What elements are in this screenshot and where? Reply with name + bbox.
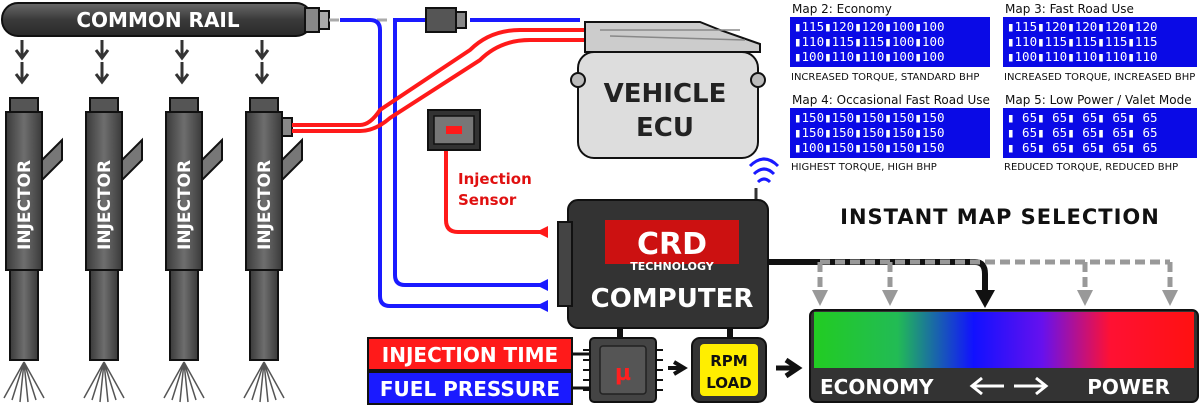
- injector-1: INJECTOR: [3, 40, 63, 403]
- rpm-label: RPM: [710, 352, 747, 370]
- map-panel-2: Map 2: Economy ▮115▮120▮120▮100▮100 ▮110…: [790, 2, 990, 83]
- injector-label: INJECTOR: [15, 160, 35, 250]
- injector-2: INJECTOR: [83, 40, 143, 403]
- down-arrow-icon: [174, 40, 190, 85]
- down-arrow-icon: [812, 290, 828, 306]
- crd-logo-sub: TECHNOLOGY: [630, 260, 715, 273]
- down-arrow-icon: [14, 40, 30, 85]
- injection-time-label: INJECTION TIME: [382, 343, 558, 367]
- map-row: ▮ 65▮ 65▮ 65▮ 65▮ 65: [1007, 140, 1158, 155]
- map-caption: HIGHEST TORQUE, HIGH BHP: [791, 162, 937, 173]
- map-row: ▮ 65▮ 65▮ 65▮ 65▮ 65: [1007, 125, 1158, 140]
- map-row: ▮110▮115▮115▮100▮100: [794, 34, 945, 49]
- common-rail: COMMON RAIL: [1, 2, 330, 37]
- common-rail-label: COMMON RAIL: [76, 8, 240, 32]
- down-arrow-icon: [1077, 290, 1093, 306]
- map-row: ▮100▮150▮150▮150▮150: [794, 140, 945, 155]
- rail-connector: [425, 7, 467, 33]
- map-row: ▮115▮120▮120▮120▮120: [1007, 19, 1158, 34]
- map-caption: REDUCED TORQUE, REDUCED BHP: [1004, 162, 1178, 173]
- fuel-spray-icon: [163, 361, 205, 403]
- map-title: Map 5: Low Power / Valet Mode: [1005, 93, 1192, 107]
- map-caption: INCREASED TORQUE, STANDARD BHP: [791, 72, 979, 83]
- injector-label: INJECTOR: [255, 160, 275, 250]
- map-panel-4: Map 4: Occasional Fast Road Use ▮150▮150…: [790, 93, 990, 173]
- map-panel-3: Map 3: Fast Road Use ▮115▮120▮120▮120▮12…: [1003, 2, 1197, 83]
- fuel-spray-icon: [243, 361, 285, 403]
- down-arrow-icon: [882, 290, 898, 306]
- arrow-right-icon: [668, 360, 688, 376]
- wifi-icon: [748, 157, 780, 204]
- map-row: ▮150▮150▮150▮150▮150: [794, 125, 945, 140]
- blue-wires: [340, 18, 580, 312]
- load-label: LOAD: [706, 374, 751, 392]
- down-arrow-icon: [254, 40, 270, 85]
- rpm-load-box: RPM LOAD: [691, 328, 767, 403]
- alternate-map-arrows: [817, 259, 1173, 296]
- fuel-pressure-input: FUEL PRESSURE: [367, 371, 590, 405]
- arrow-right-icon: [776, 357, 803, 379]
- down-arrow-icon: [975, 290, 995, 308]
- ecu-label-1: VEHICLE: [604, 79, 727, 109]
- micro-symbol: µ: [615, 361, 631, 386]
- map-row: ▮115▮120▮120▮100▮100: [794, 19, 945, 34]
- fuel-spray-icon: [3, 361, 45, 403]
- map-row: ▮ 65▮ 65▮ 65▮ 65▮ 65: [1007, 110, 1158, 125]
- map-title: Map 4: Occasional Fast Road Use: [792, 93, 990, 107]
- fuel-pressure-label: FUEL PRESSURE: [380, 377, 560, 401]
- injection-sensor-label-2: Sensor: [458, 191, 517, 209]
- injection-time-input: INJECTION TIME: [367, 337, 590, 371]
- map-panel-5: Map 5: Low Power / Valet Mode ▮ 65▮ 65▮ …: [1003, 93, 1197, 173]
- ecu-label-2: ECU: [636, 113, 694, 143]
- computer-label: COMPUTER: [591, 284, 754, 314]
- economy-power-bar: ECONOMY POWER: [809, 309, 1199, 403]
- microprocessor-chip: µ: [583, 328, 663, 403]
- down-arrow-icon: [94, 40, 110, 85]
- arrow-right-icon: [1014, 376, 1049, 396]
- instant-map-title: INSTANT MAP SELECTION: [840, 205, 1160, 229]
- crd-computer: CRD TECHNOLOGY COMPUTER: [557, 199, 769, 329]
- injection-sensor-clamp: [427, 109, 481, 151]
- map-select-arrow: [768, 259, 988, 296]
- injector-3: INJECTOR: [163, 40, 223, 403]
- power-label: POWER: [1087, 375, 1170, 399]
- map-row: ▮150▮150▮150▮150▮150: [794, 110, 945, 125]
- fuel-spray-icon: [83, 361, 125, 403]
- map-row: ▮100▮110▮110▮110▮110: [1007, 49, 1158, 64]
- map-title: Map 2: Economy: [792, 2, 892, 16]
- injector-label: INJECTOR: [175, 160, 195, 250]
- injector-label: INJECTOR: [95, 160, 115, 250]
- red-wires: [292, 28, 585, 238]
- map-row: ▮100▮110▮110▮100▮100: [794, 49, 945, 64]
- down-arrow-icon: [1162, 290, 1178, 306]
- crd-logo: CRD: [637, 227, 707, 262]
- map-row: ▮110▮115▮115▮115▮115: [1007, 34, 1158, 49]
- injection-sensor-label-1: Injection: [458, 170, 532, 188]
- map-caption: INCREASED TORQUE, INCREASED BHP: [1004, 72, 1195, 83]
- map-title: Map 3: Fast Road Use: [1005, 2, 1134, 16]
- arrow-left-icon: [969, 376, 1004, 396]
- injector-4: INJECTOR: [243, 40, 303, 403]
- vehicle-ecu: VEHICLE ECU: [570, 21, 766, 159]
- economy-label: ECONOMY: [820, 375, 934, 399]
